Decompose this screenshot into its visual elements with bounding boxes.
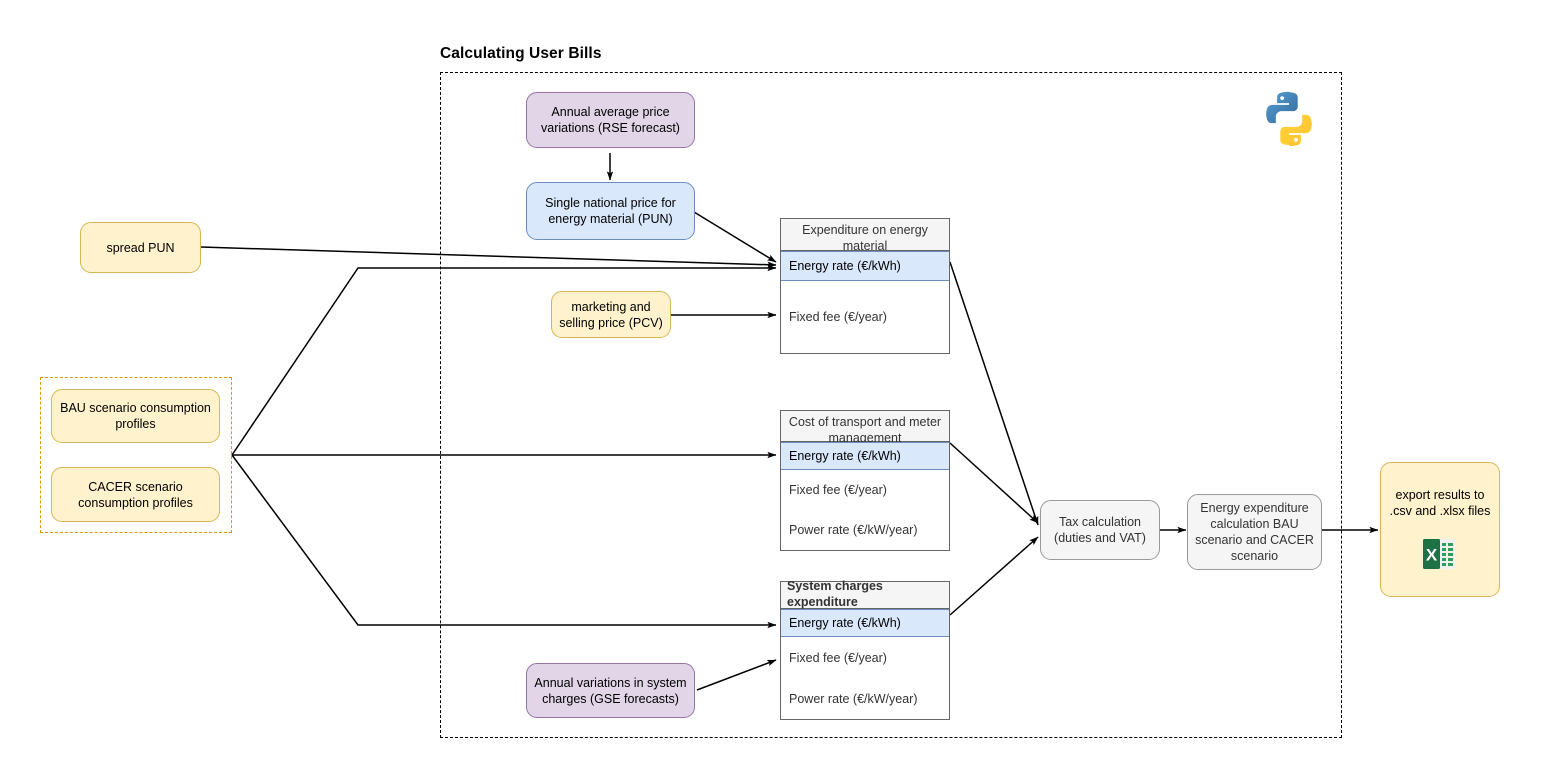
node-energy-expenditure-calculation[interactable]: Energy expenditure calculation BAU scena… xyxy=(1187,494,1322,570)
table-row[interactable]: Fixed fee (€/year) xyxy=(789,483,887,497)
node-label: spread PUN xyxy=(106,240,175,255)
edge-profiles-to-energy-rate-1 xyxy=(231,264,777,456)
node-label: export results to .csv and .xlsx files xyxy=(1389,488,1491,518)
edge-spreadpun-to-energy-rate-1 xyxy=(200,246,777,268)
table-expenditure-on-energy-material[interactable]: Expenditure on energy material Energy ra… xyxy=(780,218,950,354)
node-bau-scenario-consumption-profiles[interactable]: BAU scenario consumption profiles xyxy=(51,389,220,443)
table-cost-of-transport-and-meter-management[interactable]: Cost of transport and meter management E… xyxy=(780,410,950,551)
node-label: BAU scenario consumption profiles xyxy=(60,401,211,431)
node-spread-pun[interactable]: spread PUN xyxy=(80,222,201,273)
table-row[interactable]: Fixed fee (€/year) xyxy=(789,650,887,665)
table-row[interactable]: Energy rate (€/kWh) xyxy=(781,442,949,470)
table-system-charges-expenditure[interactable]: System charges expenditure Energy rate (… xyxy=(780,579,950,720)
consumption-profiles-group-boundary xyxy=(40,377,232,533)
node-tax-calculation[interactable]: Tax calculation (duties and VAT) xyxy=(1040,500,1160,560)
table-row[interactable]: Fixed fee (€/year) xyxy=(789,310,887,324)
node-label: Tax calculation (duties and VAT) xyxy=(1054,515,1146,545)
excel-file-icon: X xyxy=(1419,533,1461,575)
node-single-national-price-pun[interactable]: Single national price for energy materia… xyxy=(526,182,695,240)
edge-pun-to-energy-rate-1 xyxy=(693,211,777,263)
node-label: marketing and selling price (PCV) xyxy=(559,299,663,330)
python-logo-icon xyxy=(1258,88,1320,150)
node-annual-average-price-variations[interactable]: Annual average price variations (RSE for… xyxy=(526,92,695,148)
table-row[interactable]: Power rate (€/kW/year) xyxy=(789,523,918,537)
edge-table3-to-tax xyxy=(949,536,1039,616)
node-annual-variations-system-charges-gse[interactable]: Annual variations in system charges (GSE… xyxy=(526,663,695,718)
node-label: Energy expenditure calculation BAU scena… xyxy=(1195,501,1314,563)
node-label: Annual variations in system charges (GSE… xyxy=(534,675,687,706)
table-row[interactable]: Power rate (€/kW/year) xyxy=(789,691,918,706)
edge-gse-to-fixed-fee-3 xyxy=(696,659,777,691)
edge-table2-to-tax xyxy=(949,442,1039,524)
node-label: Single national price for energy materia… xyxy=(545,196,676,226)
node-marketing-selling-price-pcv[interactable]: marketing and selling price (PCV) xyxy=(551,291,671,338)
table-header: Cost of transport and meter management xyxy=(781,411,949,445)
diagram-title: Calculating User Bills xyxy=(440,45,602,62)
table-row[interactable]: Energy rate (€/kWh) xyxy=(781,609,949,637)
node-label: CACER scenario consumption profiles xyxy=(78,479,193,510)
calculating-user-bills-boundary xyxy=(440,72,1342,738)
svg-text:X: X xyxy=(1426,546,1438,565)
node-label: Annual average price variations (RSE for… xyxy=(541,105,680,135)
node-cacer-scenario-consumption-profiles[interactable]: CACER scenario consumption profiles xyxy=(51,467,220,522)
table-row[interactable]: Energy rate (€/kWh) xyxy=(781,251,949,281)
table-header: System charges expenditure xyxy=(781,579,949,609)
node-export-results[interactable]: export results to .csv and .xlsx files X xyxy=(1380,462,1500,597)
edge-profiles-to-energy-rate-3 xyxy=(231,454,777,629)
table-header: Expenditure on energy material xyxy=(781,219,949,253)
edge-table1-to-tax xyxy=(949,261,1039,526)
